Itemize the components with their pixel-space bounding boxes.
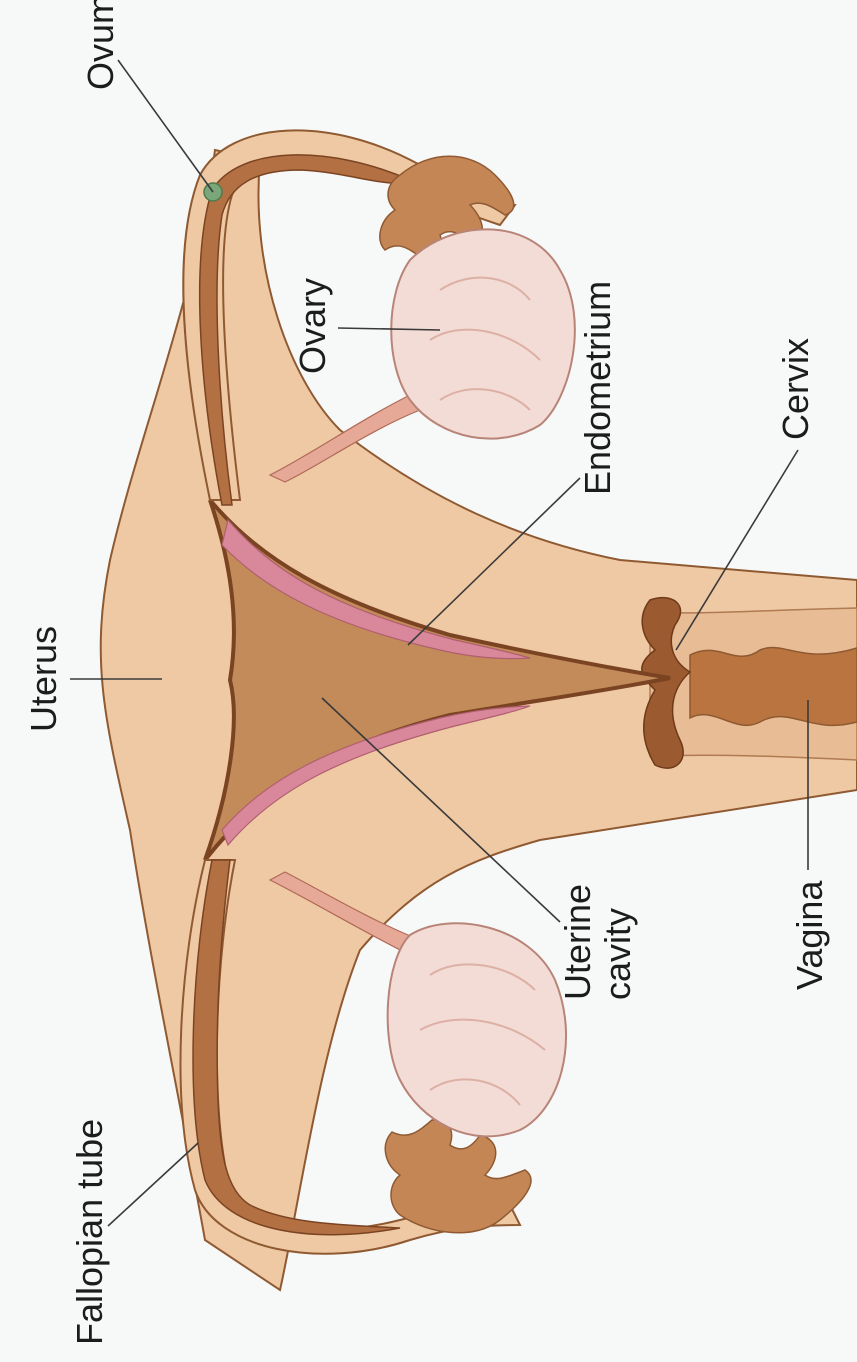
endometrium-label: Endometrium xyxy=(577,281,618,495)
ovum-leader xyxy=(118,60,213,192)
cervix-label: Cervix xyxy=(775,338,816,440)
uterus-label: Uterus xyxy=(23,626,64,732)
vagina-label: Vagina xyxy=(789,880,830,990)
ovary-lower xyxy=(388,923,566,1136)
uterine-cavity-label-line1: Uterine xyxy=(557,884,598,1000)
ovary-upper xyxy=(391,229,575,438)
ovum-label: Ovum xyxy=(80,0,121,90)
vagina-lumen xyxy=(690,648,857,726)
uterine-cavity-label-line2: cavity xyxy=(597,908,638,1000)
fallopian-tube-label: Fallopian tube xyxy=(69,1119,110,1345)
ovary-label: Ovary xyxy=(292,278,333,374)
fallopian-tube-leader xyxy=(108,1143,198,1226)
